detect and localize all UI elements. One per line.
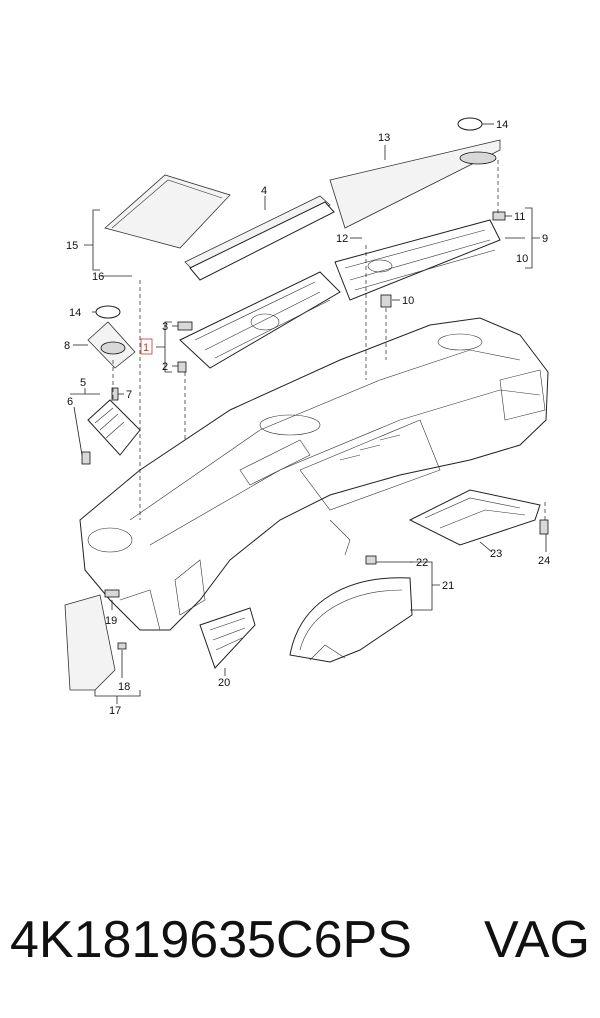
callout-20: 20 [218, 677, 230, 689]
part-1-bracket [177, 271, 341, 373]
callout-14-left: 14 [69, 307, 81, 319]
part-4-trim [184, 195, 335, 281]
part-14-ring-left [95, 305, 121, 319]
callout-18: 18 [118, 681, 130, 693]
callout-24: 24 [538, 555, 550, 567]
callout-10b: 10 [516, 253, 528, 265]
callout-3: 3 [162, 321, 168, 333]
callout-22: 22 [416, 557, 428, 569]
part-number: 4K1819635C6PS [10, 911, 412, 969]
callout-13: 13 [378, 132, 390, 144]
callout-11: 11 [514, 211, 525, 223]
callout-16: 16 [92, 271, 104, 283]
part-8-bezel [87, 321, 136, 369]
callout-labels: 1 2 3 4 5 6 7 8 9 10 10 11 12 13 14 14 1… [64, 119, 550, 717]
callout-5: 5 [80, 377, 86, 389]
callout-12: 12 [336, 233, 348, 245]
part-23-bracket [408, 489, 549, 546]
dashboard-carrier [79, 317, 549, 631]
callout-21: 21 [442, 580, 454, 592]
callout-23: 23 [490, 548, 502, 560]
part-20-center-vent [199, 607, 256, 669]
part-caption: 4K1819635C6PS VAG [10, 905, 590, 975]
part-21-cluster [289, 555, 413, 663]
part-17-side-panel [64, 589, 127, 691]
callout-17: 17 [109, 705, 121, 717]
callout-2: 2 [162, 361, 168, 373]
callout-1: 1 [143, 342, 149, 354]
part-14-ring-top [457, 117, 483, 131]
callout-15: 15 [66, 240, 78, 252]
part-9-bracket [334, 211, 506, 308]
assembly-axes [112, 160, 546, 520]
callout-19: 19 [105, 615, 117, 627]
callout-7: 7 [126, 389, 132, 401]
callout-4: 4 [261, 185, 267, 197]
callout-10: 10 [402, 295, 414, 307]
part-15-cover [104, 174, 231, 249]
part-13-panel [329, 139, 501, 229]
exploded-parts-diagram: 1 2 3 4 5 6 7 8 9 10 10 11 12 13 14 14 1… [64, 117, 550, 717]
brand-name: VAG [484, 911, 590, 969]
callout-1-highlight-box [140, 338, 153, 355]
callout-6: 6 [67, 396, 73, 408]
leader-lines [70, 123, 547, 704]
callout-8: 8 [64, 340, 70, 352]
part-5-vent [81, 387, 141, 465]
callout-14-top: 14 [496, 119, 508, 131]
callout-9: 9 [542, 233, 548, 245]
